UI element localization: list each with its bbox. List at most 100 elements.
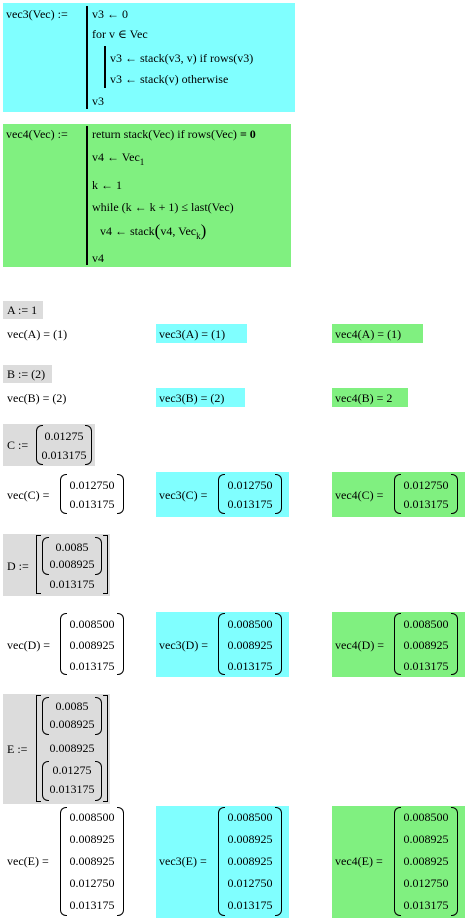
vec3-E-val-3: 0.012750 [227, 876, 273, 890]
vec-C-val-0: 0.012750 [69, 478, 115, 492]
D-definition-lhs: D := [7, 559, 29, 573]
vec3-D-lhs: vec3(D) = [159, 638, 209, 652]
vec4-D-matrix: 0.008500 0.008925 0.013175 [394, 613, 458, 675]
vec3-definition-region[interactable] [3, 3, 295, 112]
A-definition: A := 1 [7, 303, 38, 317]
vec-E-val-4: 0.013175 [69, 898, 115, 912]
vec4-D-region[interactable] [332, 612, 465, 677]
vec4-B-result: vec4(B) = 2 [335, 391, 393, 405]
vec4-A-region[interactable] [332, 324, 423, 343]
vec-E-val-1: 0.008925 [69, 832, 115, 846]
vec3-E-region[interactable] [156, 806, 289, 918]
vec3-line-2: for v ∈ Vec [92, 27, 148, 41]
vec4-D-lhs: vec4(D) = [335, 638, 385, 652]
vec4-E-val-2: 0.008925 [403, 854, 449, 868]
vec4-line-3: k ← 1 [92, 178, 122, 192]
vec3-B-region[interactable] [156, 388, 245, 407]
vec3-program-bar [86, 6, 88, 109]
E-def-val-1: 0.008925 [49, 717, 95, 731]
vec3-D-val-2: 0.013175 [227, 659, 273, 673]
C-definition-region[interactable] [3, 424, 95, 466]
E-def-val-2: 0.008925 [49, 741, 95, 755]
vec3-line-4: v3 ← stack(v) otherwise [110, 72, 229, 86]
vec-C-lhs: vec(C) = [7, 488, 50, 502]
vec-B-result: vec(B) = (2) [7, 391, 67, 405]
vec-D-matrix: 0.008500 0.008925 0.013175 [60, 613, 124, 675]
C-def-val-0: 0.01275 [44, 429, 84, 443]
E-definition-region[interactable] [3, 694, 110, 804]
vec3-line-5: v3 [92, 94, 104, 108]
vec-E-matrix: 0.008500 0.008925 0.008925 0.012750 0.01… [60, 807, 124, 916]
vec4-C-val-0: 0.012750 [403, 478, 449, 492]
vec-C-matrix: 0.012750 0.013175 [60, 474, 124, 514]
vec4-B-region[interactable] [332, 388, 408, 407]
vec-E-val-2: 0.008925 [69, 854, 115, 868]
vec-D-val-1: 0.008925 [69, 638, 115, 652]
vec4-line-2-subscript: 1 [139, 157, 145, 167]
vec3-loop-bar [104, 46, 106, 88]
vec4-line-4: while (k ← k + 1) ≤ last(Vec) [92, 200, 234, 214]
E-def-val-3: 0.01275 [52, 763, 92, 777]
vec4-E-val-1: 0.008925 [403, 832, 449, 846]
vec-C-val-1: 0.013175 [69, 497, 115, 511]
vec4-A-result: vec4(A) = (1) [335, 327, 402, 341]
vec-D-val-2: 0.013175 [69, 659, 115, 673]
vec3-C-val-0: 0.012750 [227, 478, 273, 492]
vec3-E-matrix: 0.008500 0.008925 0.008925 0.012750 0.01… [218, 807, 282, 916]
vec-E-val-0: 0.008500 [69, 810, 115, 824]
vec4-program-bar [86, 126, 88, 265]
D-definition-matrix: 0.0085 0.008925 0.013175 [36, 535, 108, 594]
E-definition-lhs: E := [7, 742, 28, 756]
vec4-line-2-text: v4 ← Vec [92, 150, 140, 164]
vec4-D-val-1: 0.008925 [403, 638, 449, 652]
D-def-val-1: 0.008925 [49, 557, 95, 571]
vec4-E-lhs: vec4(E) = [335, 854, 383, 868]
D-def-val-2: 0.013175 [49, 577, 95, 591]
E-def-val-0: 0.0085 [55, 699, 89, 713]
vec4-definition-region[interactable] [3, 124, 291, 267]
vec3-E-val-2: 0.008925 [227, 854, 273, 868]
vec3-E-val-0: 0.008500 [227, 810, 273, 824]
vec4-E-region[interactable] [332, 806, 465, 918]
E-def-val-4: 0.013175 [49, 782, 95, 796]
vec-E-val-3: 0.012750 [69, 876, 115, 890]
vec4-line-5-text: v4 ← stack [100, 224, 155, 238]
vec4-lhs: vec4(Vec) := [6, 127, 68, 141]
vec3-E-val-1: 0.008925 [227, 832, 273, 846]
vec3-E-val-4: 0.013175 [227, 898, 273, 912]
vec3-D-val-0: 0.008500 [227, 617, 273, 631]
vec3-C-val-1: 0.013175 [227, 497, 273, 511]
D-definition-region[interactable] [3, 534, 110, 596]
vec3-C-matrix: 0.012750 0.013175 [218, 474, 282, 514]
vec-E-lhs: vec(E) = [7, 854, 49, 868]
A-definition-region[interactable] [3, 301, 43, 319]
vec3-D-val-1: 0.008925 [227, 638, 273, 652]
vec3-A-region[interactable] [156, 324, 247, 343]
vec4-C-matrix: 0.012750 0.013175 [394, 474, 458, 514]
vec4-E-val-4: 0.013175 [403, 898, 449, 912]
vec4-D-val-0: 0.008500 [403, 617, 449, 631]
vec4-C-val-1: 0.013175 [403, 497, 449, 511]
C-def-val-1: 0.013175 [41, 448, 87, 462]
vec4-line-1: return stack(Vec) if rows(Vec) = 0 [92, 127, 256, 141]
D-def-val-0: 0.0085 [55, 540, 89, 554]
vec3-lhs: vec3(Vec) := [6, 7, 68, 21]
vec-D-lhs: vec(D) = [7, 638, 51, 652]
vec4-line-1-eq: = 0 [239, 127, 256, 141]
vec4-line-5-subscript: k [196, 231, 201, 241]
vec3-A-result: vec3(A) = (1) [159, 327, 226, 341]
vec4-line-6: v4 [92, 251, 104, 265]
vec4-E-matrix: 0.008500 0.008925 0.008925 0.012750 0.01… [394, 807, 458, 916]
vec3-line-1: v3 ← 0 [92, 7, 128, 21]
B-definition-region[interactable] [3, 365, 52, 383]
vec-A-result: vec(A) = (1) [7, 327, 68, 341]
vec3-line-3: v3 ← stack(v3, v) if rows(v3) [110, 51, 254, 65]
vec4-line-5: v4 ← stack(v4, Veck) [100, 221, 207, 241]
C-definition-lhs: C := [7, 438, 29, 452]
vec4-E-val-0: 0.008500 [403, 810, 449, 824]
vec4-line-1-text: return stack(Vec) if rows(Vec) [92, 127, 237, 141]
vec-D-val-0: 0.008500 [69, 617, 115, 631]
vec3-D-region[interactable] [156, 612, 289, 677]
E-definition-matrix: 0.0085 0.008925 0.008925 0.01275 0.01317… [36, 695, 108, 802]
C-definition-matrix: 0.01275 0.013175 [36, 425, 92, 465]
